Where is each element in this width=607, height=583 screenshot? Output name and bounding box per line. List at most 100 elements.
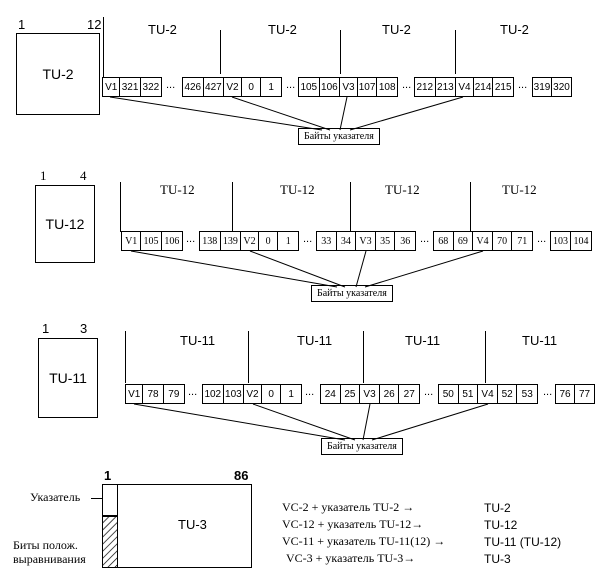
byte-cell: 103 xyxy=(551,232,572,250)
byte-cell: 105 xyxy=(299,78,320,96)
tu2-section-label: TU-2 xyxy=(500,22,529,37)
tu11-frame-box: TU-11 xyxy=(38,338,98,418)
tu11-col-start: 1 xyxy=(42,321,50,336)
pointer-byte-v3: V3 xyxy=(340,78,358,96)
tu2-col-end: 12 xyxy=(87,17,102,32)
tu12-divider xyxy=(120,182,121,232)
tu2-byte-group: 212 213 V4 214 215 xyxy=(414,77,514,97)
pointer-byte-v1: V1 xyxy=(103,78,121,96)
byte-cell: 36 xyxy=(400,235,411,247)
tu11-divider xyxy=(125,331,126,383)
pointer-byte-v2: V2 xyxy=(224,78,242,96)
byte-cell: 0 xyxy=(242,78,262,96)
byte-cell: 139 xyxy=(221,232,242,250)
ellipsis: ... xyxy=(286,79,296,91)
pointer-byte-v4: V4 xyxy=(456,78,474,96)
byte-cell: 27 xyxy=(403,388,415,400)
tu2-frame-label: TU-2 xyxy=(42,66,74,82)
ellipsis: ... xyxy=(420,233,430,245)
ellipsis: ... xyxy=(537,233,547,245)
tu2-byte-group: 105 106 V3 107 108 xyxy=(298,77,398,97)
tu12-section-label: TU-12 xyxy=(280,182,315,197)
tu12-col-end: 4 xyxy=(80,168,87,183)
byte-cell: 105 xyxy=(141,232,162,250)
byte-cell: 103 xyxy=(224,385,245,403)
mapping-result: TU-3 xyxy=(484,552,511,566)
byte-cell: 68 xyxy=(434,232,454,250)
tu12-divider xyxy=(470,182,471,232)
byte-cell: 106 xyxy=(320,78,341,96)
byte-cell: 106 xyxy=(164,235,180,247)
ellipsis: ... xyxy=(518,79,528,91)
mapping-source: VC-2 + указатель TU-2 → xyxy=(282,500,415,514)
mapping-source: VC-3 + указатель TU-3→ xyxy=(286,551,416,565)
tu2-byte-group: V1 321 322 xyxy=(102,77,162,97)
byte-cell: 24 xyxy=(321,385,341,403)
tu11-divider xyxy=(485,331,486,383)
byte-cell: 321 xyxy=(120,78,141,96)
tu11-byte-group: 24 25 V3 26 27 xyxy=(320,384,420,404)
tu11-section-label: TU-11 xyxy=(180,333,216,348)
tu12-byte-group: 33 34 V3 35 36 xyxy=(316,231,416,251)
pointer-byte-v2: V2 xyxy=(241,232,259,250)
tu12-frame-box: TU-12 xyxy=(35,185,95,263)
tu2-section-label: TU-2 xyxy=(148,22,177,37)
byte-cell: 320 xyxy=(553,81,570,93)
byte-cell: 104 xyxy=(573,235,589,247)
tu2-frame-box: TU-2 xyxy=(16,33,100,115)
byte-cell: 71 xyxy=(517,235,528,247)
stuffing-label-line1: Биты полож. xyxy=(13,538,78,552)
tu11-divider xyxy=(363,331,364,383)
tu3-frame-box xyxy=(102,484,252,568)
pointer-bytes-label: Байты указателя xyxy=(311,285,393,302)
pointer-label: Указатель xyxy=(30,490,81,504)
byte-cell: 322 xyxy=(142,81,160,93)
byte-cell: 215 xyxy=(494,81,512,93)
byte-cell: 214 xyxy=(474,78,494,96)
tu12-byte-group: 138 139 V2 0 1 xyxy=(199,231,299,251)
pointer-byte-v1: V1 xyxy=(126,385,144,403)
byte-cell: 0 xyxy=(259,232,279,250)
tu12-frame-label: TU-12 xyxy=(45,216,85,232)
ellipsis: ... xyxy=(402,79,412,91)
tu2-col-start: 1 xyxy=(18,17,26,32)
byte-cell: 25 xyxy=(341,385,361,403)
byte-cell: 69 xyxy=(454,232,474,250)
byte-cell: 51 xyxy=(459,385,479,403)
byte-cell: 78 xyxy=(143,385,164,403)
pointer-byte-v3: V3 xyxy=(356,232,376,250)
tu11-frame-label: TU-11 xyxy=(49,370,87,386)
tu11-section-label: TU-11 xyxy=(297,333,333,348)
byte-cell: 108 xyxy=(378,81,396,93)
byte-cell: 1 xyxy=(285,235,291,247)
tu12-section-label: TU-12 xyxy=(502,182,537,197)
tu2-section-label: TU-2 xyxy=(382,22,411,37)
byte-cell: 319 xyxy=(533,78,553,96)
tu11-byte-group: 50 51 V4 52 53 xyxy=(438,384,538,404)
mapping-result: TU-2 xyxy=(484,501,511,515)
byte-cell: 107 xyxy=(358,78,378,96)
byte-cell: 76 xyxy=(556,385,576,403)
byte-cell: 53 xyxy=(521,388,533,400)
mapping-result: TU-11 (TU-12) xyxy=(484,535,562,549)
tu11-byte-group: V1 78 79 xyxy=(125,384,185,404)
tu12-section-label: TU-12 xyxy=(385,182,420,197)
pointer-byte-v2: V2 xyxy=(244,385,262,403)
tu3-pointer-column xyxy=(102,484,118,516)
ellipsis: ... xyxy=(188,386,198,398)
byte-cell: 1 xyxy=(288,388,294,400)
ellipsis: ... xyxy=(424,386,434,398)
tu12-byte-group: 68 69 V4 70 71 xyxy=(433,231,533,251)
mapping-result: TU-12 xyxy=(484,518,518,532)
tu12-section-label: TU-12 xyxy=(160,182,195,197)
pointer-bytes-label: Байты указателя xyxy=(321,438,403,455)
byte-cell: 1 xyxy=(268,81,274,93)
pointer-byte-v4: V4 xyxy=(473,232,493,250)
pointer-leader xyxy=(91,498,102,499)
ellipsis: ... xyxy=(543,386,553,398)
tu12-divider xyxy=(232,182,233,232)
tu11-section-label: TU-11 xyxy=(405,333,441,348)
tu2-divider xyxy=(103,17,104,77)
byte-cell: 102 xyxy=(203,385,224,403)
